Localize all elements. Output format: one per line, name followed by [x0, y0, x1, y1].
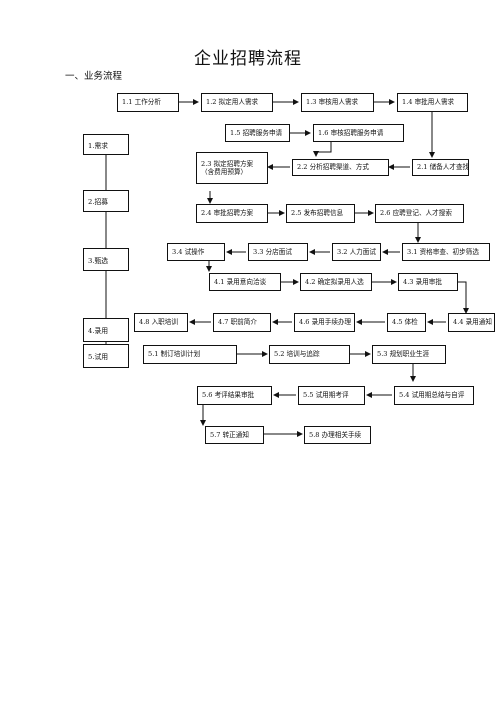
stage-hire: 4.录用 — [83, 318, 129, 342]
step-4-3: 4.3 录用审批 — [398, 273, 458, 291]
stage-demand: 1.需求 — [83, 134, 129, 155]
step-2-2: 2.2 分析招聘渠道、方式 — [292, 159, 389, 176]
step-2-3-line2: （含费用预算） — [201, 168, 248, 176]
step-2-3: 2.3 拟定招聘方案 （含费用预算） — [196, 152, 268, 184]
step-5-4: 5.4 试用期总结与自评 — [394, 386, 474, 405]
step-5-3: 5.3 规划职业生涯 — [372, 345, 446, 364]
step-1-4: 1.4 审批用人需求 — [397, 93, 468, 112]
stage-probation: 5.试用 — [83, 344, 129, 368]
step-4-8: 4.8 入职培训 — [134, 313, 188, 332]
section-heading: 一、业务流程 — [65, 71, 123, 82]
step-2-6: 2.6 应聘登记、人才搜索 — [375, 204, 464, 223]
stage-recruit: 2.招募 — [83, 190, 129, 212]
step-5-2: 5.2 培训与追踪 — [269, 345, 350, 364]
step-5-7: 5.7 转正通知 — [205, 426, 264, 444]
stage-select: 3.甄选 — [83, 248, 129, 271]
step-1-3: 1.3 审核用人需求 — [301, 93, 374, 112]
step-5-6: 5.6 考评结果审批 — [197, 386, 272, 405]
arrow-1-6-to-2-2 — [313, 142, 332, 157]
step-1-6: 1.6 审核招聘服务申请 — [313, 124, 404, 142]
step-4-1: 4.1 录用意向洽谈 — [209, 273, 281, 291]
step-5-8: 5.8 办理相关手续 — [304, 426, 371, 444]
step-2-4: 2.4 审批招聘方案 — [196, 204, 268, 223]
step-3-2: 3.2 人力面试 — [332, 243, 381, 261]
step-3-3: 3.3 分店面试 — [248, 243, 308, 261]
step-4-7: 4.7 职前简介 — [213, 313, 271, 332]
step-4-5: 4.5 体检 — [387, 313, 426, 332]
step-3-1: 3.1 资格审查、初步筛选 — [402, 243, 490, 261]
step-2-1: 2.1 储备人才查找 — [412, 159, 469, 176]
arrow-4-3-to-4-4 — [458, 281, 469, 314]
step-1-5: 1.5 招聘服务申请 — [225, 124, 290, 142]
step-3-4: 3.4 试操作 — [167, 243, 225, 261]
step-5-5: 5.5 试用期考评 — [298, 386, 365, 405]
page-title: 企业招聘流程 — [194, 49, 302, 69]
step-1-2: 1.2 拟定用人需求 — [201, 93, 273, 112]
step-4-4: 4.4 录用通知 — [448, 313, 495, 332]
step-2-3-line1: 2.3 拟定招聘方案 — [201, 159, 254, 168]
step-4-2: 4.2 确定拟录用人选 — [300, 273, 372, 291]
step-1-1: 1.1 工作分析 — [117, 93, 179, 112]
step-5-1: 5.1 制订培训计划 — [143, 345, 237, 364]
step-4-6: 4.6 录用手续办理 — [294, 313, 355, 332]
step-2-5: 2.5 发布招聘信息 — [286, 204, 355, 223]
